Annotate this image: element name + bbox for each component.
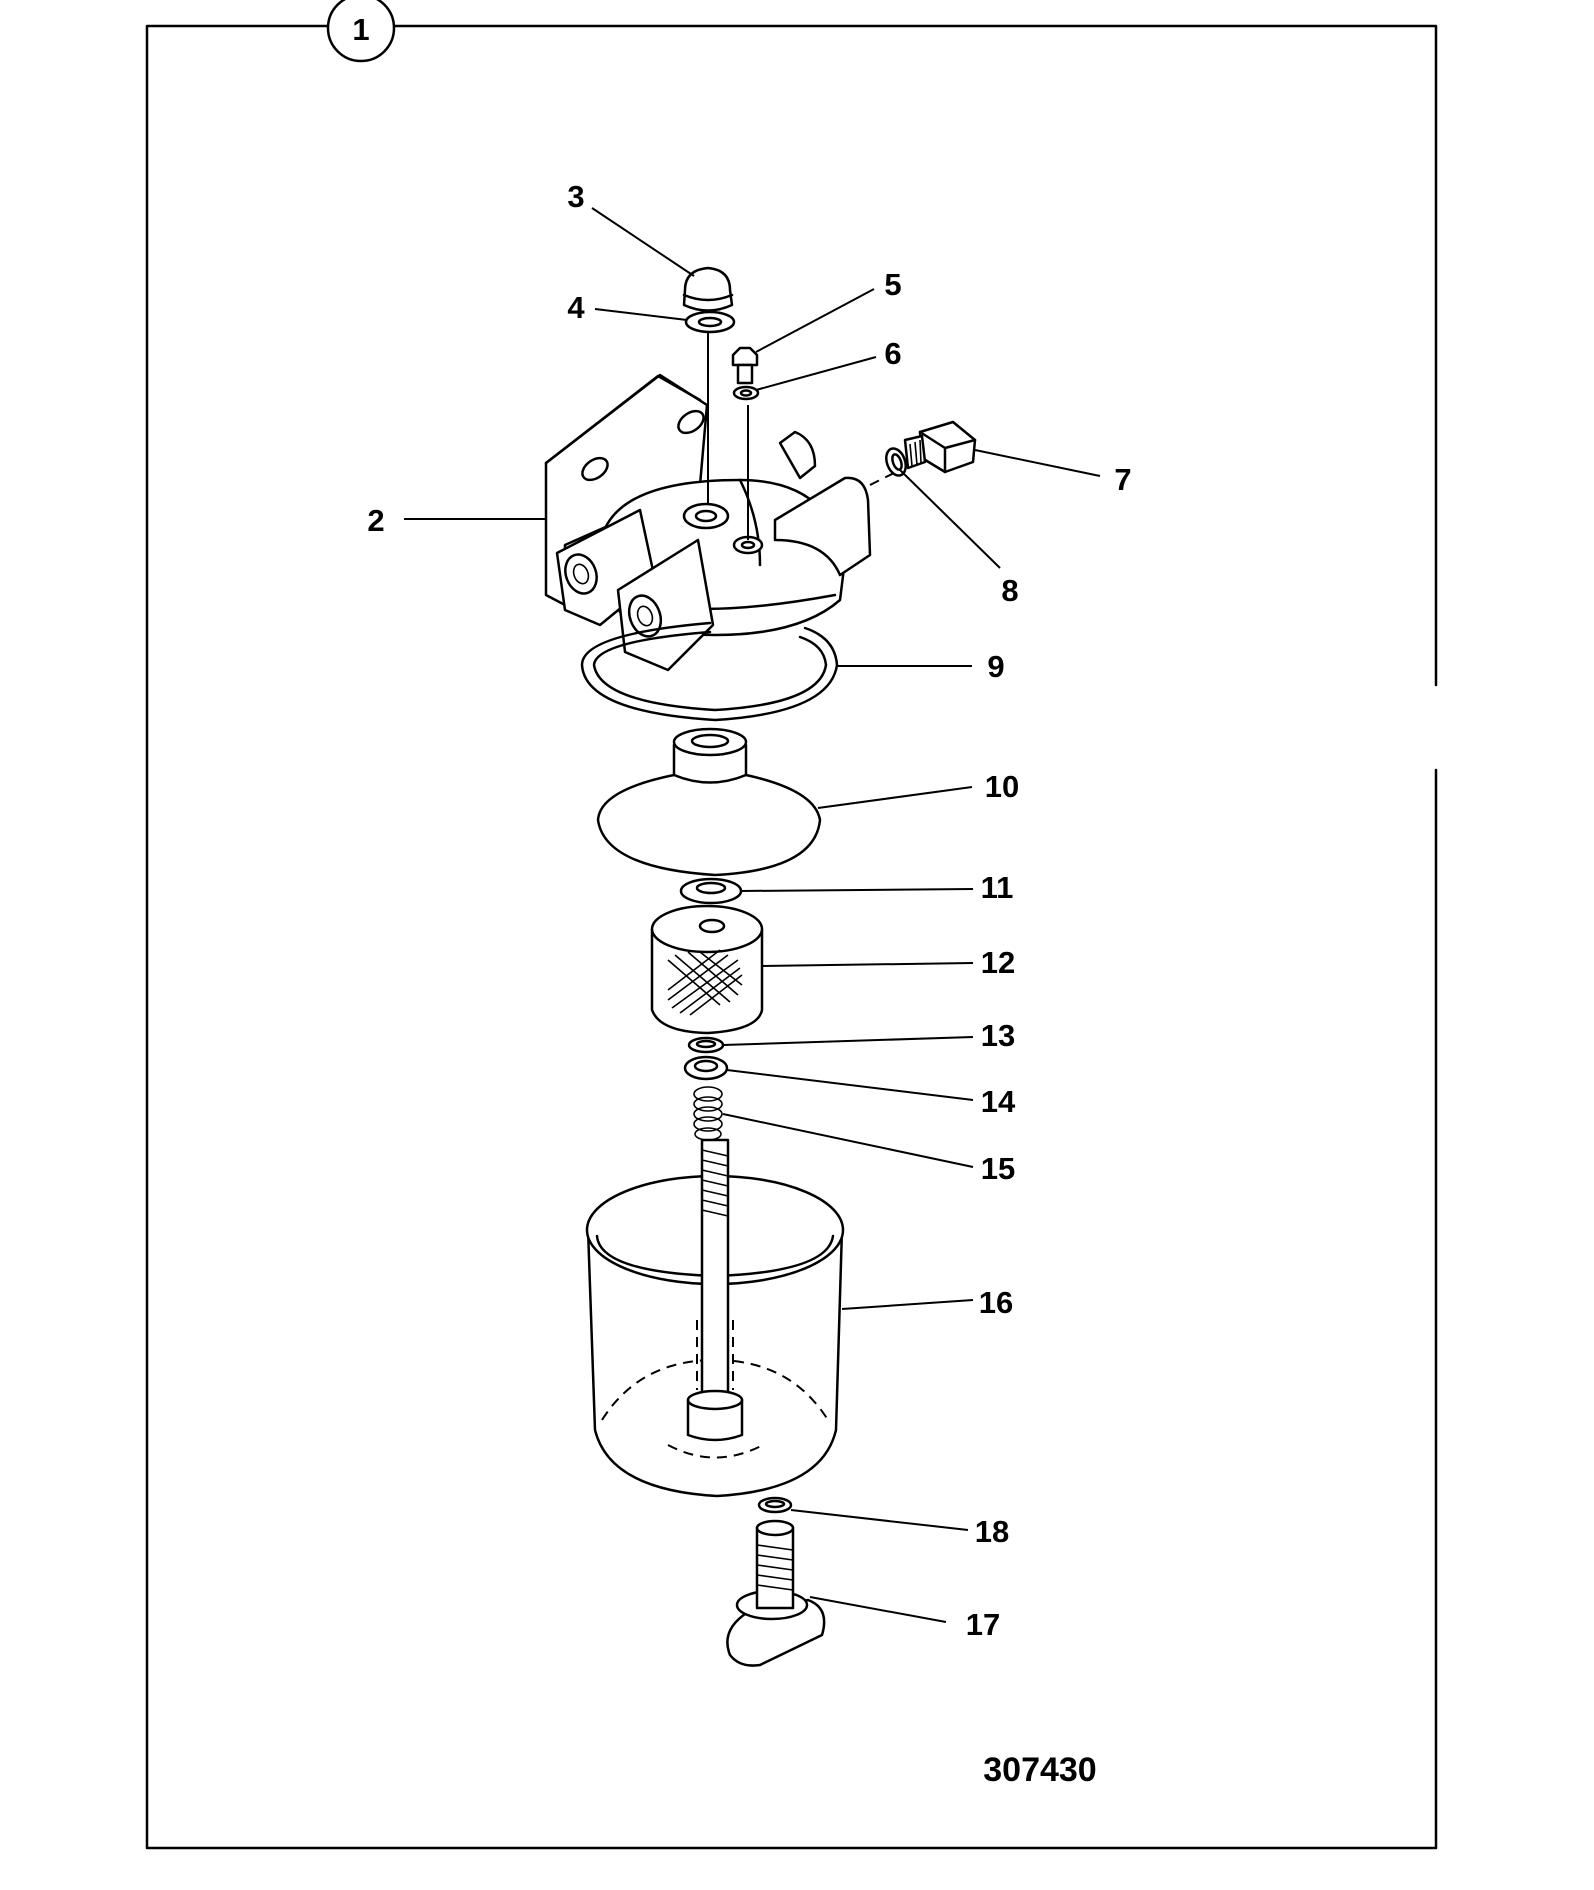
washer-4[interactable] — [684, 310, 736, 334]
callout-4[interactable]: 4 — [567, 290, 585, 325]
clip-11[interactable] — [679, 877, 743, 905]
callout-5[interactable]: 5 — [884, 267, 901, 302]
filter-head[interactable] — [544, 373, 872, 672]
gauze-filter[interactable] — [650, 904, 764, 1035]
callout-7[interactable]: 7 — [1114, 462, 1131, 497]
callout-13[interactable]: 13 — [981, 1018, 1015, 1053]
callout-12[interactable]: 12 — [981, 945, 1015, 980]
callout-8[interactable]: 8 — [1001, 573, 1018, 608]
o-ring-9[interactable] — [580, 621, 839, 722]
plug-7[interactable] — [903, 420, 977, 474]
drawing-number: 307430 — [983, 1751, 1096, 1789]
sealing-washer-6[interactable] — [732, 385, 760, 401]
callout-15[interactable]: 15 — [981, 1151, 1015, 1186]
spring-15[interactable] — [693, 1086, 723, 1141]
callout-10[interactable]: 10 — [985, 769, 1019, 804]
callout-9[interactable]: 9 — [987, 649, 1004, 684]
callout-16[interactable]: 16 — [979, 1285, 1013, 1320]
bleed-screw[interactable] — [731, 346, 759, 385]
callout-6[interactable]: 6 — [884, 336, 901, 371]
callout-labels: 3 4 5 6 7 8 2 9 10 11 12 13 14 15 16 18 … — [367, 179, 1131, 1642]
drain-screw[interactable] — [726, 1519, 826, 1667]
filter-cone[interactable] — [596, 727, 822, 877]
callout-3[interactable]: 3 — [567, 179, 584, 214]
assembly-callout[interactable]: 1 — [326, 0, 396, 63]
assembly-callout-label: 1 — [352, 12, 369, 47]
washer-8[interactable] — [883, 446, 909, 478]
leader-lines — [404, 207, 1101, 1623]
callout-18[interactable]: 18 — [975, 1514, 1009, 1549]
callout-17[interactable]: 17 — [966, 1607, 1000, 1642]
callout-11[interactable]: 11 — [981, 870, 1014, 905]
callout-14[interactable]: 14 — [981, 1084, 1016, 1119]
washer-13[interactable] — [687, 1036, 725, 1054]
glass-bowl[interactable] — [585, 1138, 845, 1498]
callout-2[interactable]: 2 — [367, 503, 384, 538]
washer-14[interactable] — [683, 1055, 729, 1081]
o-ring-18[interactable] — [757, 1496, 793, 1514]
frame-border — [145, 24, 1438, 1850]
assembly-axis-lines — [707, 332, 901, 540]
